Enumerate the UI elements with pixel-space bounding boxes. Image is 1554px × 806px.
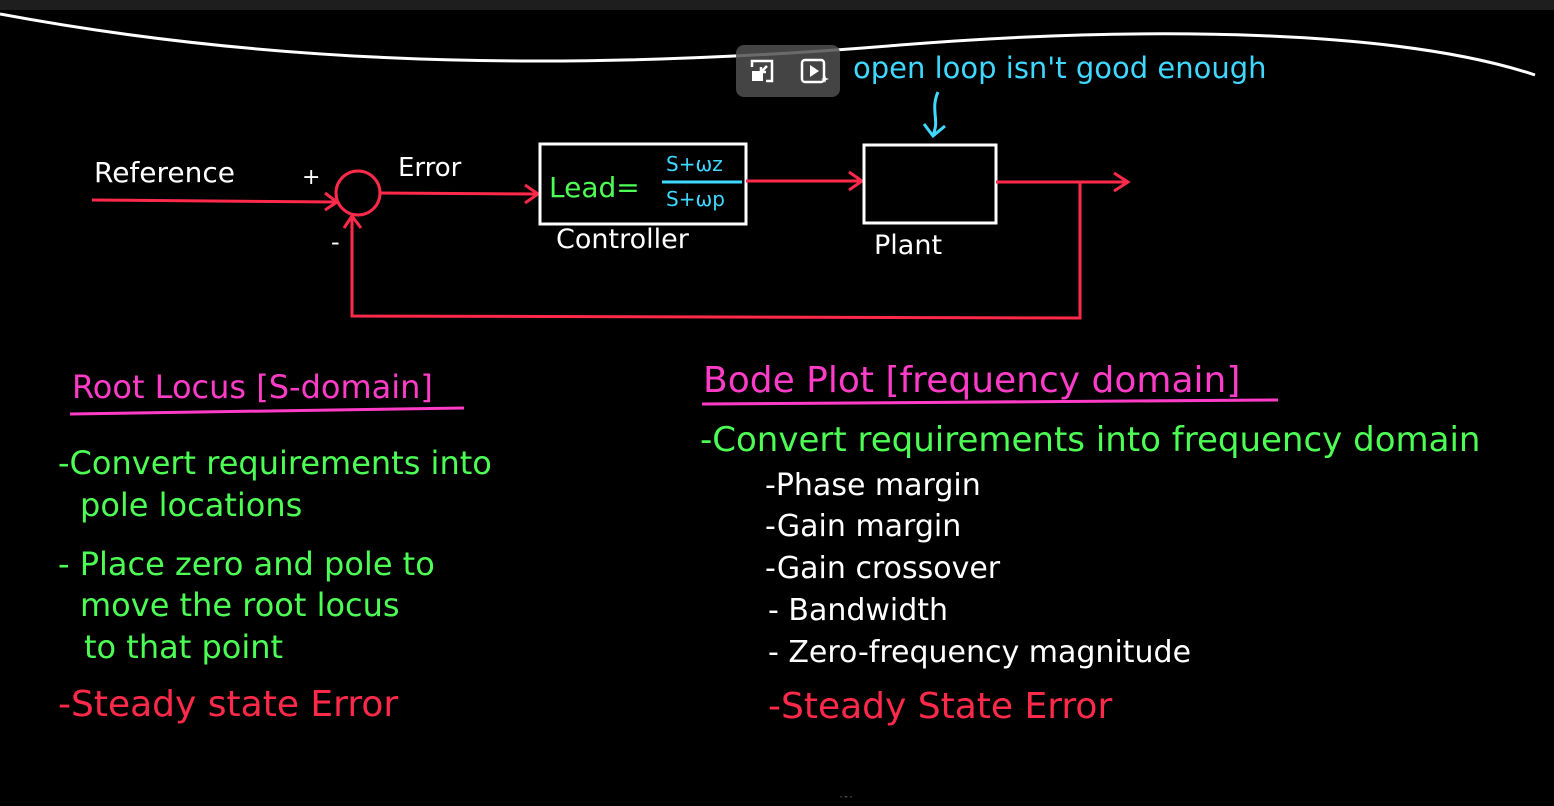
video-overlay-controls (736, 45, 840, 97)
feedback-path (350, 183, 1082, 320)
note-arrow (931, 91, 940, 136)
rl-item2-line3: to that point (84, 628, 283, 666)
rl-item1-line2: pole locations (80, 486, 302, 524)
bode-underline (701, 398, 1279, 406)
top-bar (0, 0, 1554, 10)
root-locus-title: Root Locus [S-domain] (72, 368, 433, 406)
plus-sign: + (302, 165, 320, 190)
minus-sign: - (331, 228, 340, 256)
bode-title: Bode Plot [frequency domain] (703, 360, 1240, 401)
play-sparkle-button[interactable] (794, 51, 834, 91)
reference-line (91, 198, 336, 204)
open-loop-note: open loop isn't good enough (853, 51, 1267, 85)
bode-item-last: -Steady State Error (768, 686, 1112, 727)
lead-numerator: S+ωz (666, 152, 723, 176)
controller-block (538, 142, 748, 226)
bode-sub-2: -Gain crossover (765, 551, 1001, 586)
reference-label: Reference (94, 156, 235, 189)
lead-denominator: S+ωp (666, 187, 725, 211)
bode-sub-1: -Gain margin (765, 509, 961, 544)
minimize-window-icon (750, 59, 774, 83)
play-sparkle-icon (800, 58, 829, 84)
bode-item1: -Convert requirements into frequency dom… (700, 420, 1480, 460)
plant-label: Plant (874, 230, 942, 261)
controller-label: Controller (556, 224, 690, 255)
top-curve (0, 12, 1536, 77)
summing-junction (334, 169, 382, 217)
rl-item3: -Steady state Error (58, 684, 398, 725)
rl-item2-line2: move the root locus (80, 586, 400, 624)
plant-block (862, 143, 998, 225)
bode-sub-0: -Phase margin (765, 468, 981, 503)
rl-item1-line1: -Convert requirements into (58, 444, 492, 482)
rl-item2-line1: - Place zero and pole to (58, 545, 435, 583)
error-label: Error (398, 153, 462, 183)
error-line (379, 191, 538, 196)
bottom-handle-icon: ·⁃· (838, 793, 854, 803)
lead-label: Lead= (549, 171, 640, 204)
minimize-window-button[interactable] (742, 51, 782, 91)
bode-sub-4: - Zero-frequency magnitude (768, 635, 1191, 670)
bode-sub-3: - Bandwidth (768, 593, 948, 628)
root-locus-underline (69, 406, 465, 416)
